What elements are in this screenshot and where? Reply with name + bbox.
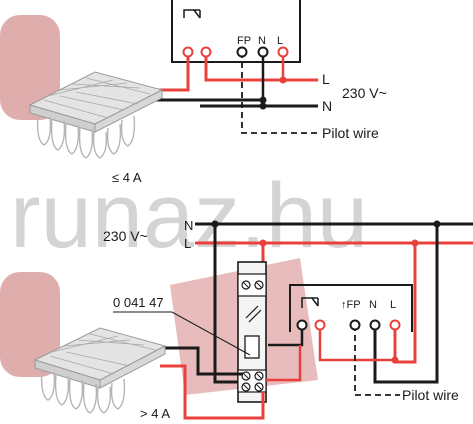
- bottom-label-l: L: [184, 236, 191, 251]
- bottom-heater-live: [160, 364, 265, 420]
- bottom-pilot-wire: [354, 325, 400, 396]
- bottom-controller-box: [289, 284, 413, 332]
- bottom-l-to-thermostat: [393, 243, 417, 364]
- top-label-l: L: [322, 71, 330, 87]
- bottom-voltage: 230 V~: [103, 228, 148, 244]
- top-live-wire-relay: [204, 52, 283, 82]
- bottom-coil-return: [266, 345, 302, 382]
- bottom-label-n: N: [184, 218, 193, 233]
- contactor-module: [237, 261, 267, 403]
- bottom-terminal-fp: ↑FP: [341, 299, 361, 311]
- bottom-heater-neutral: [160, 346, 243, 376]
- bottom-heater-panel: [33, 327, 167, 414]
- top-terminal-fp: FP: [237, 35, 251, 47]
- watermark-shape-bottom: [0, 272, 60, 377]
- bottom-relay-symbol: [301, 297, 319, 308]
- bottom-current-note: > 4 A: [140, 406, 170, 421]
- top-label-n: N: [322, 98, 332, 114]
- bottom-n-to-contactor: [213, 224, 243, 384]
- watermark-text: runaz.hu: [10, 165, 368, 267]
- top-diagram: FP N L L N 230 V: [28, 0, 387, 185]
- bottom-terminals: [211, 220, 441, 364]
- bottom-terminal-l: L: [390, 299, 396, 311]
- bottom-n-to-thermostat: [373, 224, 439, 384]
- top-current-note: ≤ 4 A: [112, 170, 142, 185]
- top-heater-panel: [28, 71, 164, 159]
- top-pilot-wire: [241, 52, 318, 134]
- top-controller-box: [171, 0, 301, 63]
- part-number-leader: [113, 311, 251, 356]
- top-relay-symbol: [183, 9, 201, 19]
- bottom-relay-to-coil-2: [318, 325, 395, 362]
- top-terminal-n: N: [258, 35, 266, 47]
- top-pilot-wire-label: Pilot wire: [322, 125, 379, 141]
- watermark-shape-top: [0, 15, 60, 120]
- top-live-wire-heater: [150, 52, 190, 92]
- top-voltage: 230 V~: [342, 85, 387, 101]
- bottom-terminal-n: N: [369, 299, 377, 311]
- bottom-relay-to-coil-1: [268, 325, 304, 347]
- top-terminal-l: L: [277, 35, 283, 47]
- part-number: 0 041 47: [113, 295, 164, 310]
- bottom-diagram: 230 V~ N L 0 0: [33, 218, 473, 421]
- bottom-pilot-wire-label: Pilot wire: [402, 387, 459, 403]
- watermark: runaz.hu: [0, 15, 368, 395]
- top-terminals: [182, 46, 289, 110]
